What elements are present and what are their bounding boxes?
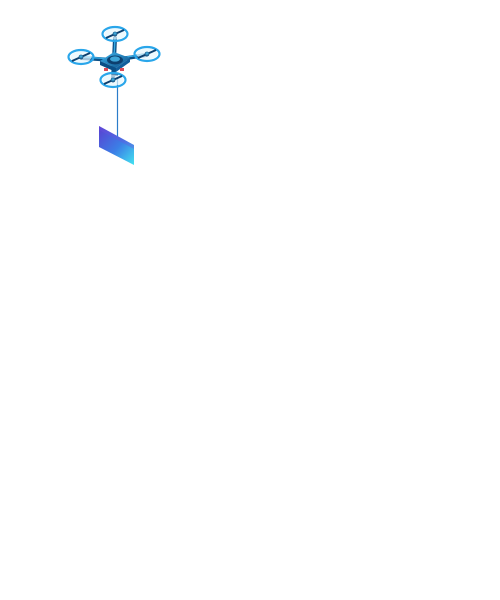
propeller-icon-bottom <box>99 71 127 89</box>
propeller-icon-right <box>133 45 161 63</box>
propeller-icon-left <box>67 48 95 66</box>
drone-icon <box>67 25 161 89</box>
banner-icon <box>99 126 134 165</box>
propeller-icon-top <box>101 25 129 43</box>
